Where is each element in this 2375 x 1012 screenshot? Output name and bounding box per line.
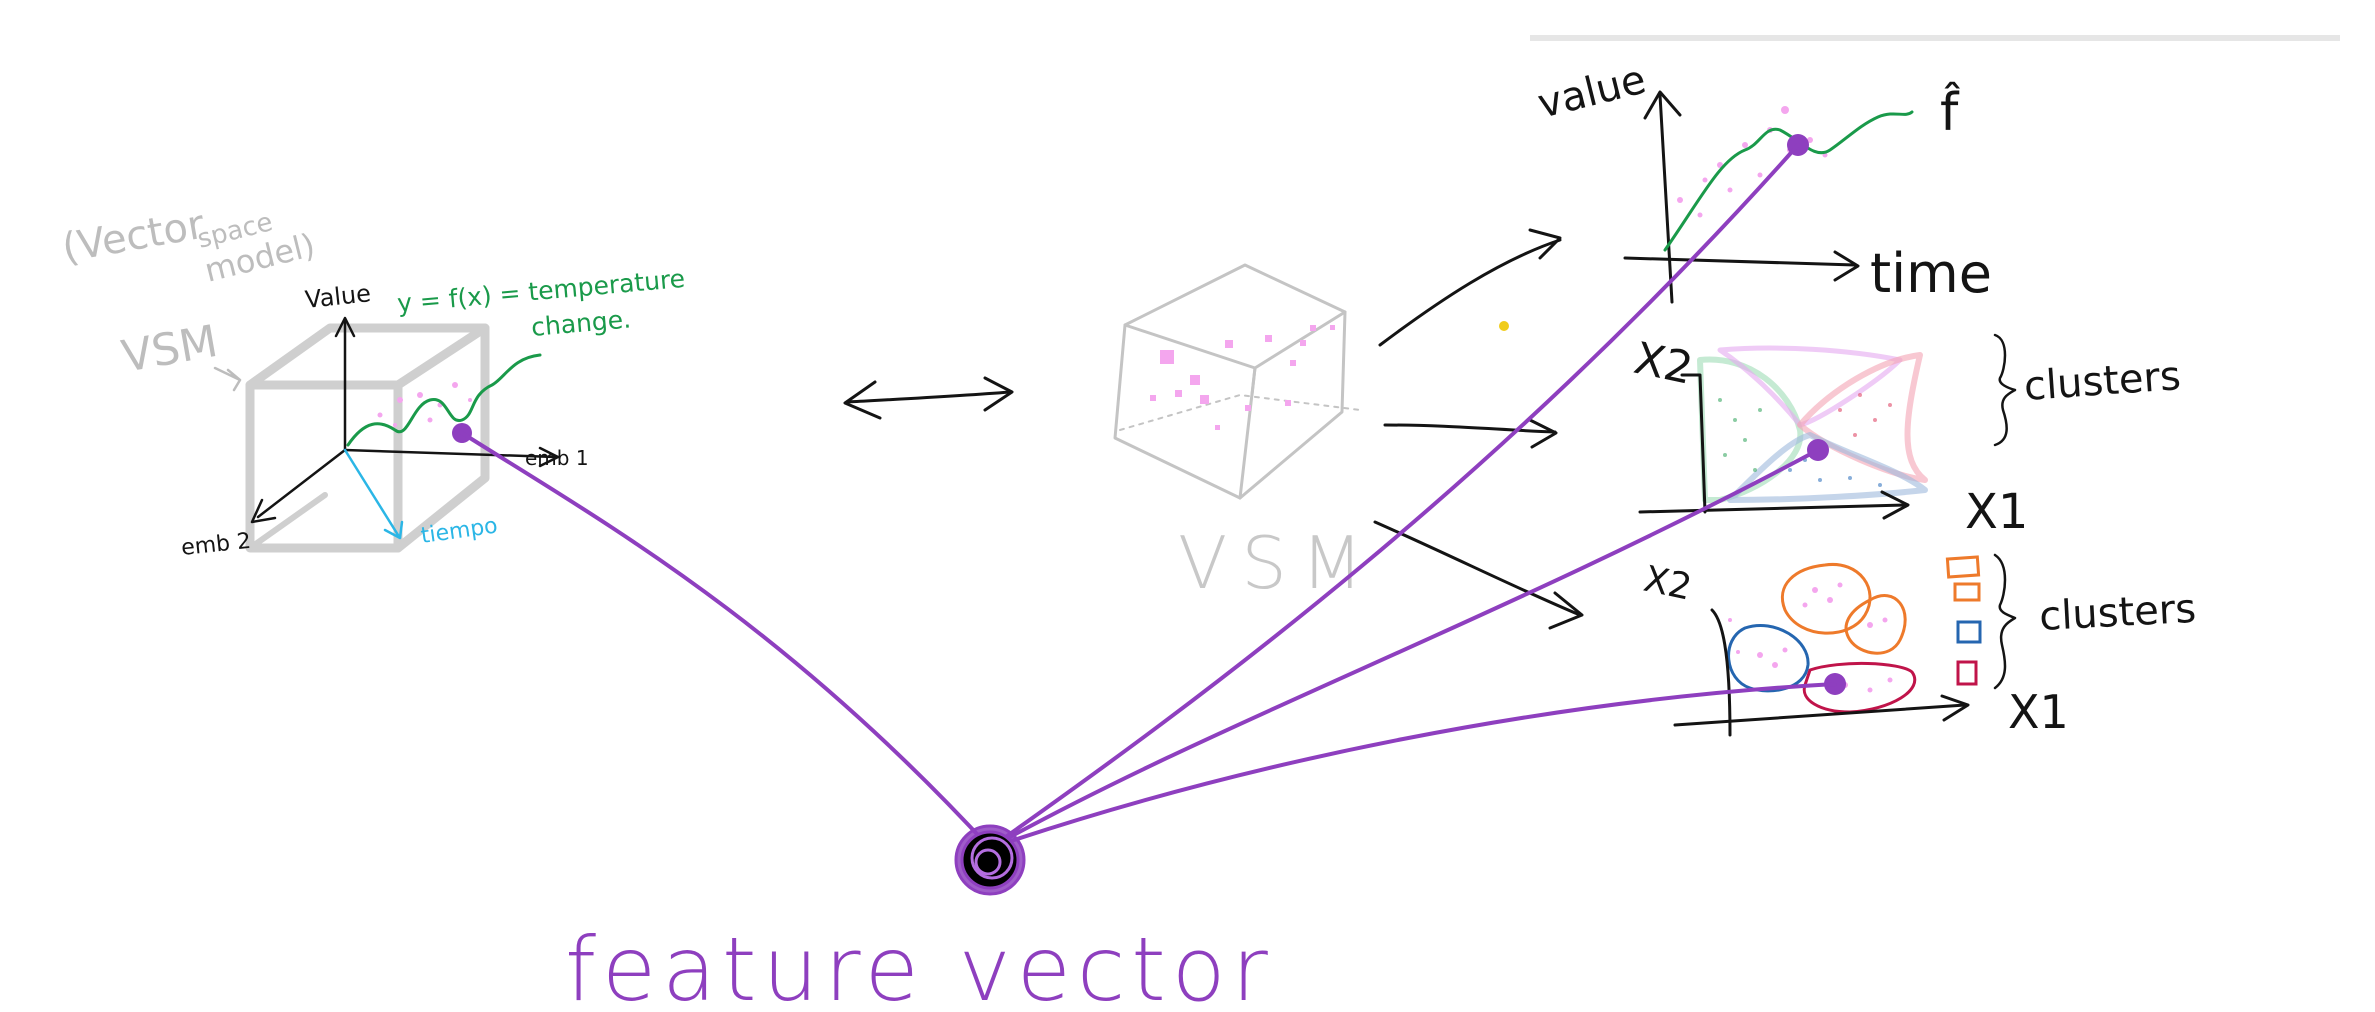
equation-label: y = f(x) = temperature bbox=[396, 264, 686, 318]
vsm-label-left: VSM bbox=[118, 316, 221, 383]
f-hat-label: f̂ bbox=[1940, 82, 1960, 143]
pink-scatter-center bbox=[1150, 325, 1335, 430]
predicted-curve bbox=[1663, 110, 1914, 252]
brace-label-middle: clusters bbox=[2022, 353, 2182, 410]
legend-blue bbox=[1925, 396, 1968, 425]
cluster-region-blue bbox=[1727, 432, 1928, 503]
cluster-region-violet bbox=[1717, 345, 1903, 428]
link-to-bottom bbox=[988, 682, 1837, 850]
vsm-note-line1: (Vector bbox=[59, 202, 208, 272]
vsm-pointer-arrow bbox=[213, 366, 242, 392]
legend-orange-1 bbox=[1945, 555, 1981, 579]
axis-x1-label-middle: X1 bbox=[1965, 484, 2028, 540]
gray-cube bbox=[245, 323, 490, 553]
link-to-top bbox=[988, 143, 1800, 850]
yellow-dot bbox=[1499, 321, 1509, 331]
left-axes bbox=[250, 316, 560, 524]
legend-crimson-square bbox=[1956, 660, 1978, 686]
vsm-label-center: VSM bbox=[1178, 521, 1377, 605]
legend-green bbox=[1920, 318, 1958, 345]
axis-value-label-left: Value bbox=[304, 279, 372, 314]
brace-middle bbox=[1993, 333, 2017, 447]
center-vsm-cube bbox=[1113, 263, 1361, 500]
right-bottom-plot bbox=[1673, 553, 2017, 737]
axis-x2-label-bottom: X2 bbox=[1640, 559, 1695, 609]
left-vsm-sketch bbox=[213, 316, 560, 553]
equation-continued-label: change. bbox=[530, 304, 632, 342]
feature-vector-point bbox=[954, 824, 1026, 896]
legend-orange-2 bbox=[1953, 582, 1981, 602]
link-to-left bbox=[460, 431, 992, 850]
brace-bottom bbox=[1993, 553, 2017, 690]
axis-emb2-label: emb 2 bbox=[180, 529, 252, 561]
right-middle-plot bbox=[1638, 318, 2017, 520]
cube-output-arrows bbox=[1373, 228, 1584, 630]
axis-value-label-top: value bbox=[1533, 57, 1650, 128]
axis-emb1-label: emb 1 bbox=[525, 446, 589, 470]
axis-time-label-top: time bbox=[1870, 242, 1992, 305]
legend-red bbox=[1925, 445, 1962, 468]
link-to-middle bbox=[988, 448, 1820, 850]
right-top-plot bbox=[1623, 90, 1914, 304]
feature-vector-links bbox=[460, 143, 1837, 850]
feature-vector-caption: feature vector bbox=[565, 918, 1274, 1012]
time-axis-arrow bbox=[343, 448, 404, 540]
axis-x1-label-bottom: X1 bbox=[2008, 685, 2069, 739]
axis-x2-label-middle: X2 bbox=[1630, 333, 1697, 395]
double-arrow bbox=[843, 376, 1014, 420]
brace-label-bottom: clusters bbox=[2038, 586, 2197, 640]
legend-blue-square bbox=[1956, 620, 1982, 644]
temperature-curve bbox=[346, 353, 542, 447]
